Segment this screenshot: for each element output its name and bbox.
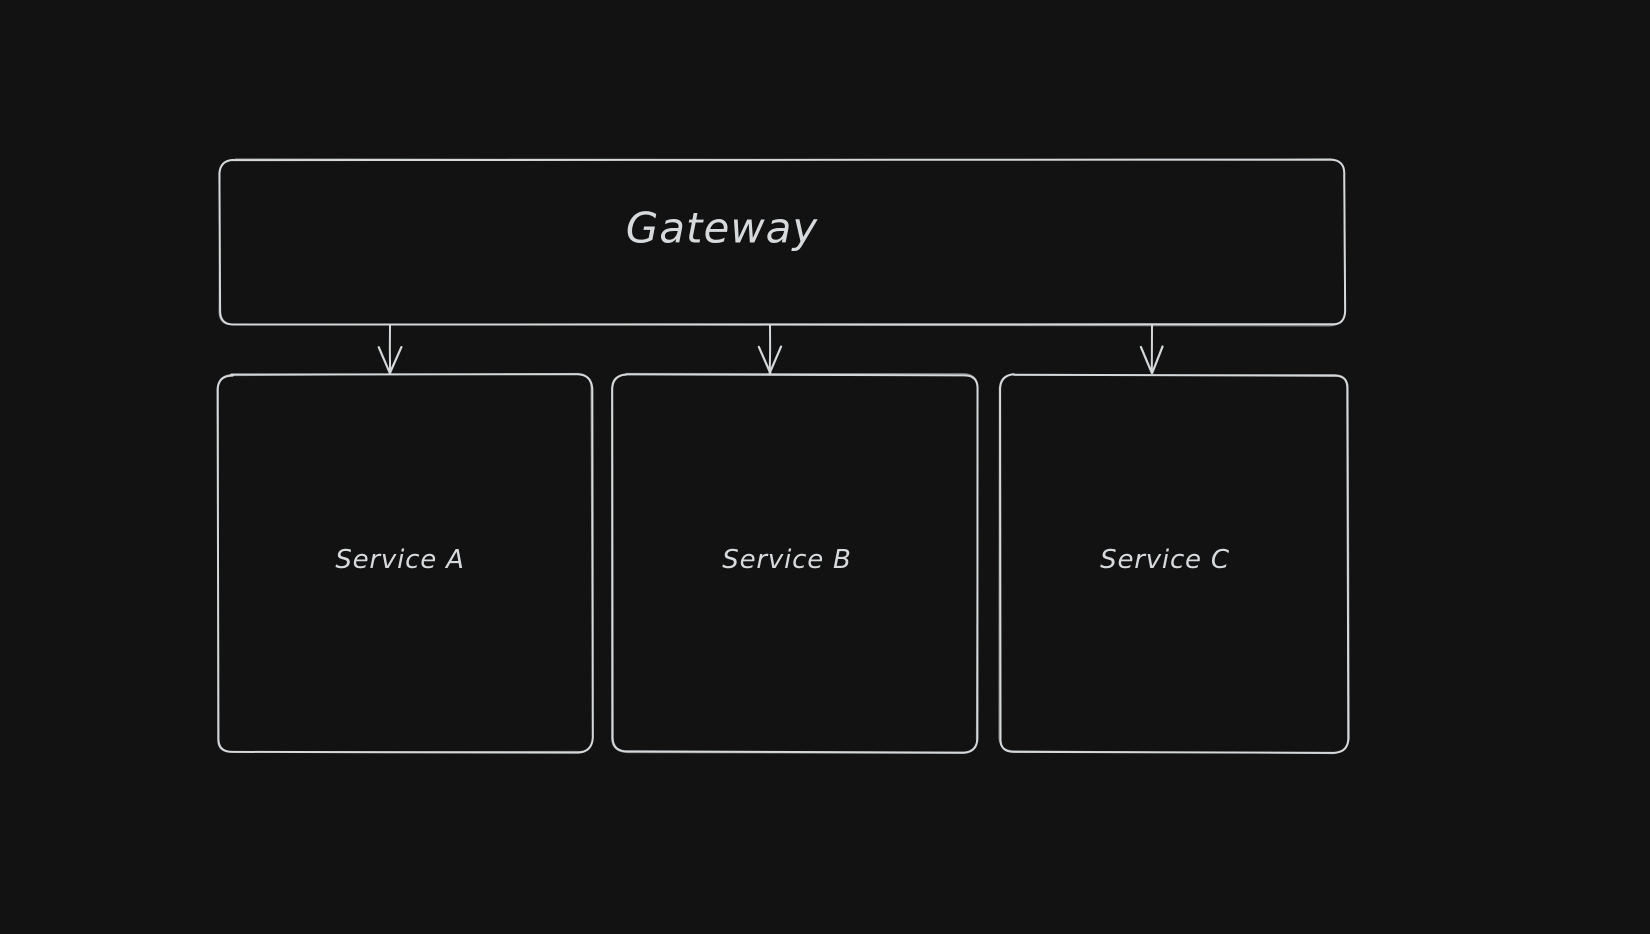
- node-label-service-a: Service A: [335, 545, 465, 575]
- node-outline: [217, 372, 594, 753]
- edge-arrowhead: [757, 345, 783, 375]
- node-service-a[interactable]: [216, 372, 594, 754]
- edges-layer: [377, 324, 1164, 375]
- edge-gateway-service-c[interactable]: [1139, 324, 1164, 375]
- node-label-service-c: Service C: [1100, 545, 1230, 575]
- node-outline: [998, 374, 1350, 755]
- edge-arrowhead: [377, 345, 403, 375]
- edge-arrowhead: [1139, 345, 1164, 375]
- node-label-service-b: Service B: [722, 545, 852, 575]
- edge-gateway-service-a[interactable]: [377, 324, 403, 375]
- node-service-c[interactable]: [998, 373, 1350, 755]
- node-outline: [218, 158, 1346, 327]
- node-gateway[interactable]: [218, 158, 1347, 327]
- edge-gateway-service-b[interactable]: [757, 324, 783, 375]
- node-outline: [611, 372, 979, 754]
- shapes-layer: [216, 158, 1350, 755]
- node-service-b[interactable]: [611, 372, 979, 754]
- node-label-gateway: Gateway: [625, 203, 819, 253]
